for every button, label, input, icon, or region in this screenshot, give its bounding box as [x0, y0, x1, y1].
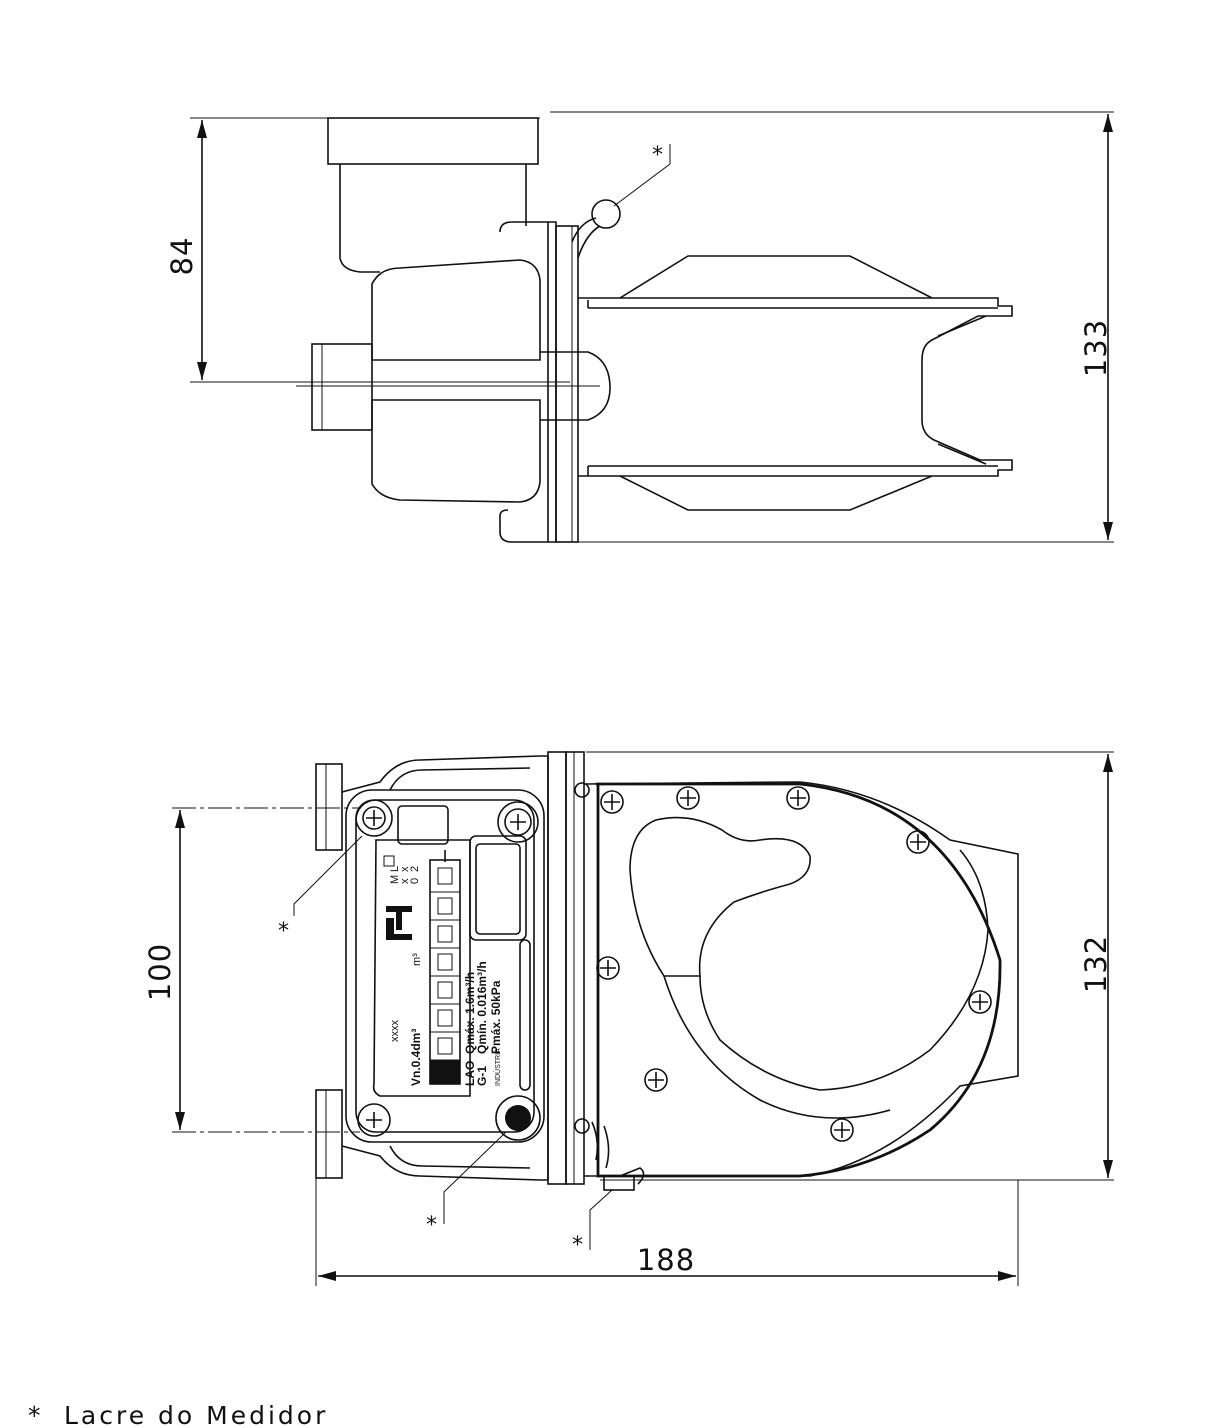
plate-serial: xxxx: [389, 1020, 401, 1043]
dimension-133: 133: [1079, 114, 1113, 540]
plate-class-x1: x: [399, 878, 411, 884]
legend: * Lacre do Medidor: [28, 1401, 328, 1428]
plate-max-pressure: Pmáx. 50kPa: [489, 980, 503, 1054]
plate-unit: m³: [411, 953, 423, 966]
plate-class-l: L: [389, 866, 401, 872]
plate-class-x2: x: [399, 866, 411, 872]
plate-model: G-1: [475, 1066, 489, 1086]
dimension-100: 100: [143, 810, 185, 1130]
seal-marker-front-2: *: [426, 1213, 437, 1238]
plate-max-flow: Qmáx. 1.6m³/h: [463, 972, 477, 1054]
legend-symbol: *: [28, 1401, 44, 1428]
dim-label-188: 188: [637, 1243, 695, 1277]
legend-text: Lacre do Medidor: [64, 1401, 328, 1428]
meter-body-front: M x 0 L x 2 m³ xxxx Vn.0.4dm³ LAO G-1 IN…: [315, 751, 1019, 1191]
seal-marker-front-1: *: [278, 919, 289, 944]
top-view: 84 133: [165, 111, 1114, 543]
dim-label-132: 132: [1079, 935, 1113, 993]
dim-label-100: 100: [143, 943, 177, 1001]
plate-class-0: 0: [409, 878, 421, 884]
dimension-84: 84: [165, 120, 207, 380]
plate-maker: INDÚSTRIA: [493, 1048, 502, 1086]
plate-class-m: M: [389, 875, 401, 884]
plate-class-2: 2: [409, 866, 421, 872]
cover-screws: [596, 786, 992, 1142]
front-view: 100 132 188: [143, 751, 1114, 1286]
meter-body-top: *: [296, 117, 1013, 543]
plate-brand: LAO: [463, 1061, 477, 1086]
seal-marker-front-3: *: [572, 1233, 583, 1258]
seal-marker-top: *: [652, 143, 663, 168]
dim-label-133: 133: [1079, 319, 1113, 377]
plate-nominal-volume: Vn.0.4dm³: [409, 1029, 423, 1086]
dimension-188: 188: [318, 1243, 1016, 1281]
dim-label-84: 84: [165, 237, 199, 276]
plate-min-flow: Qmín. 0.016m³/h: [475, 961, 489, 1054]
dimension-132: 132: [1079, 754, 1113, 1178]
